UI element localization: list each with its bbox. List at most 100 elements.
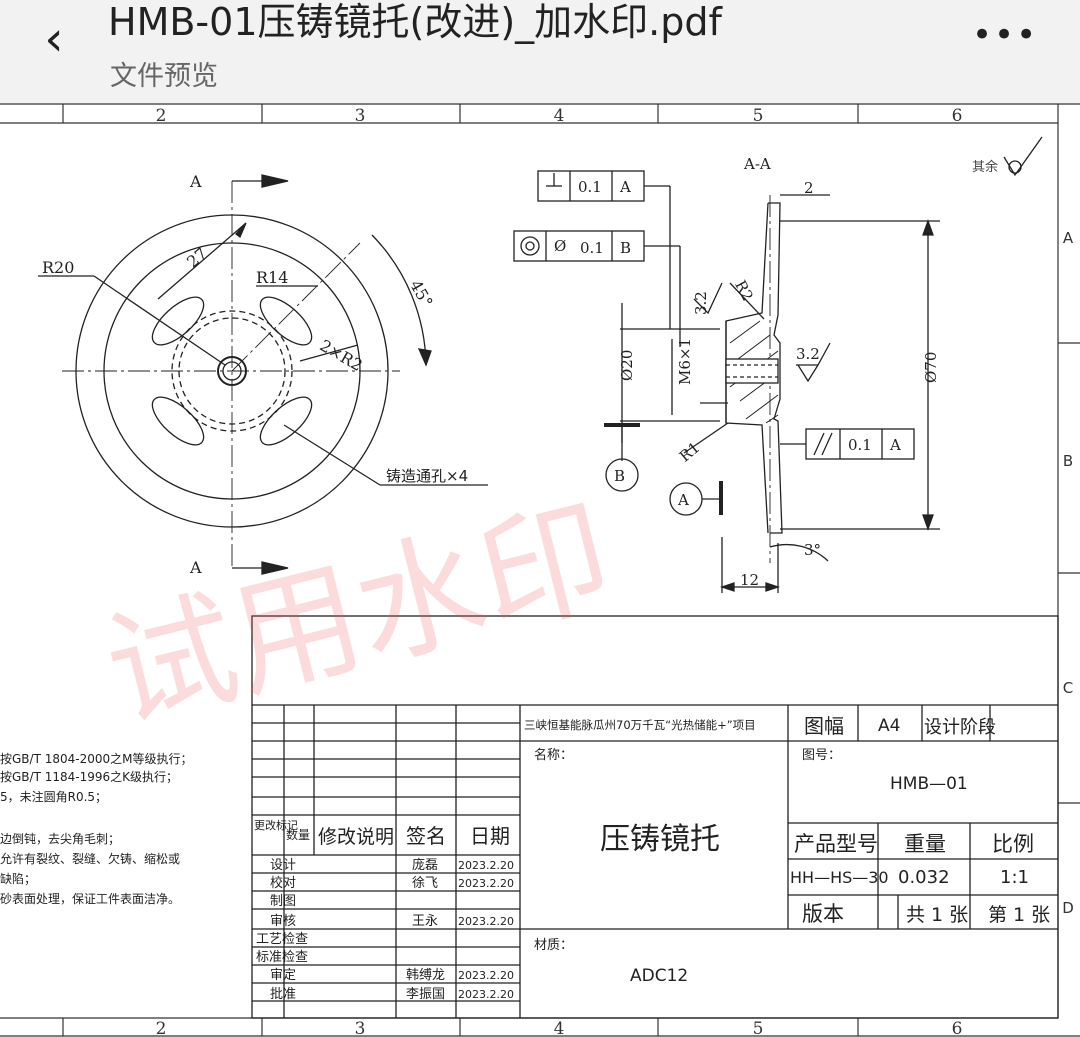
dim-m6x1: M6×1 — [676, 338, 694, 385]
gdt-conc-value: 0.1 — [580, 239, 604, 257]
sign-date: 2023.2.20 — [458, 877, 514, 890]
dim-2xr2: 2×R2 — [317, 336, 366, 375]
dim-r2: R2 — [731, 277, 757, 304]
pdf-preview-page[interactable]: 2 3 4 5 6 2 3 4 5 6 A B C D — [0, 103, 1080, 1037]
gdt-conc-phi: Ø — [554, 237, 566, 255]
back-button[interactable]: ‹ — [28, 10, 80, 68]
row-letter: D — [1062, 899, 1074, 917]
gdt-par-datum: A — [889, 436, 901, 454]
format-value: A4 — [878, 716, 900, 736]
dim-12: 12 — [740, 571, 759, 589]
sign-name: 徐飞 — [412, 876, 438, 891]
note-line: 按GB/T 1184-1996之K级执行； — [0, 770, 178, 784]
material-value: ADC12 — [630, 966, 688, 986]
col-number: 6 — [952, 1019, 963, 1037]
gdt-perp-value: 0.1 — [578, 178, 602, 196]
roughness-3-2: 3.2 — [796, 345, 820, 363]
sign-role: 批准 — [270, 987, 296, 1002]
model-value: HH—HS—30 — [790, 868, 889, 887]
name-label: 名称： — [534, 747, 573, 763]
col-number: 5 — [753, 1019, 764, 1037]
note-line: 5，未注圆角R0.5； — [0, 789, 107, 804]
dim-r14: R14 — [256, 268, 288, 287]
drawing-no-label: 图号： — [802, 748, 841, 763]
dim-3deg: 3° — [804, 541, 821, 559]
roughness-3-2: 3.2 — [692, 291, 710, 315]
sign-role: 工艺检查 — [256, 932, 308, 947]
front-view — [38, 174, 488, 575]
row-letter: A — [1063, 229, 1074, 247]
more-options-button[interactable]: ••• — [972, 18, 1036, 60]
format-label: 图幅 — [804, 714, 844, 738]
change-desc-header: 修改说明 — [318, 826, 394, 848]
weight-label: 重量 — [904, 832, 946, 856]
sign-date: 2023.2.20 — [458, 969, 514, 982]
chevron-left-icon: ‹ — [44, 11, 64, 67]
note-line: 允许有裂纹、裂缝、欠铸、缩松或 — [0, 851, 180, 866]
scale-value: 1:1 — [1000, 867, 1029, 888]
drawing-no: HMB—01 — [890, 774, 968, 794]
sign-date: 2023.2.20 — [458, 988, 514, 1001]
dim-r20: R20 — [42, 258, 74, 277]
dim-27: 27 — [183, 244, 211, 272]
sign-role: 设计 — [270, 858, 296, 873]
title-block — [251, 615, 1059, 1019]
col-number: 3 — [355, 106, 366, 126]
sign-table: 设计 庞磊 2023.2.20 校对 徐飞 2023.2.20 制图 审核 王永… — [256, 857, 514, 1002]
section-title: A-A — [743, 155, 771, 173]
sign-role: 审定 — [270, 968, 296, 983]
sign-role: 校对 — [270, 875, 296, 891]
technical-drawing: 2 3 4 5 6 2 3 4 5 6 A B C D — [0, 103, 1080, 1037]
gdt-perp-datum: A — [619, 178, 631, 196]
gdt-conc-datum: B — [620, 239, 631, 257]
sign-name: 王永 — [412, 914, 438, 929]
material-label: 材质： — [534, 938, 573, 953]
file-title: HMB-01压铸镜托(改进)_加水印.pdf — [108, 0, 722, 44]
technical-notes: 按GB/T 1804-2000之M等级执行； 按GB/T 1184-1996之K… — [0, 752, 192, 906]
sign-date: 2023.2.20 — [458, 915, 514, 928]
scale-label: 比例 — [992, 832, 1034, 856]
section-label: A — [189, 172, 202, 191]
total-sheets: 共 1 张 — [906, 904, 968, 926]
sign-role: 审核 — [270, 914, 296, 929]
stage-label: 设计阶段 — [924, 717, 996, 738]
more-horizontal-icon: ••• — [972, 15, 1039, 55]
datum-a: A — [677, 491, 689, 509]
dim-phi70: Ø70 — [922, 352, 940, 383]
sign-name: 韩缚龙 — [406, 967, 445, 983]
col-number: 3 — [355, 1019, 366, 1037]
col-number: 2 — [156, 106, 167, 126]
roughness-other-label: 其余 — [972, 159, 998, 175]
note-cast-holes: 铸造通孔×4 — [386, 467, 468, 485]
datum-b: B — [614, 467, 625, 485]
dim-2: 2 — [804, 179, 814, 197]
row-letter: B — [1063, 452, 1073, 470]
change-mark-header: 更改标记 — [254, 818, 298, 832]
dim-45deg: 45° — [406, 277, 437, 311]
col-number: 2 — [156, 1019, 167, 1037]
qty-header: 数量 — [286, 827, 310, 842]
date-header: 日期 — [470, 824, 510, 848]
note-line: 缺陷； — [0, 871, 36, 886]
sign-name: 李振国 — [406, 987, 445, 1002]
weight-value: 0.032 — [898, 867, 950, 888]
section-label: A — [189, 558, 202, 577]
file-preview-label: 文件预览 — [110, 61, 218, 92]
note-line: 按GB/T 1804-2000之M等级执行； — [0, 752, 192, 766]
sign-date: 2023.2.20 — [458, 859, 514, 872]
dim-phi20: Ø20 — [618, 350, 636, 381]
col-number: 4 — [554, 1019, 565, 1037]
section-view — [513, 136, 1043, 593]
col-number: 5 — [753, 106, 764, 126]
version-label: 版本 — [802, 902, 844, 926]
sign-name: 庞磊 — [412, 857, 438, 873]
app-header: ‹ HMB-01压铸镜托(改进)_加水印.pdf 文件预览 ••• — [0, 0, 1080, 103]
note-line: 边倒钝，去尖角毛刺； — [0, 832, 120, 846]
gdt-par-value: 0.1 — [848, 436, 872, 454]
sheet-number: 第 1 张 — [988, 904, 1050, 926]
note-line: 砂表面处理，保证工件表面洁净。 — [0, 892, 180, 906]
sign-role: 制图 — [270, 894, 296, 909]
col-number: 6 — [952, 106, 963, 126]
col-number: 4 — [554, 106, 565, 126]
part-name: 压铸镜托 — [600, 822, 720, 857]
